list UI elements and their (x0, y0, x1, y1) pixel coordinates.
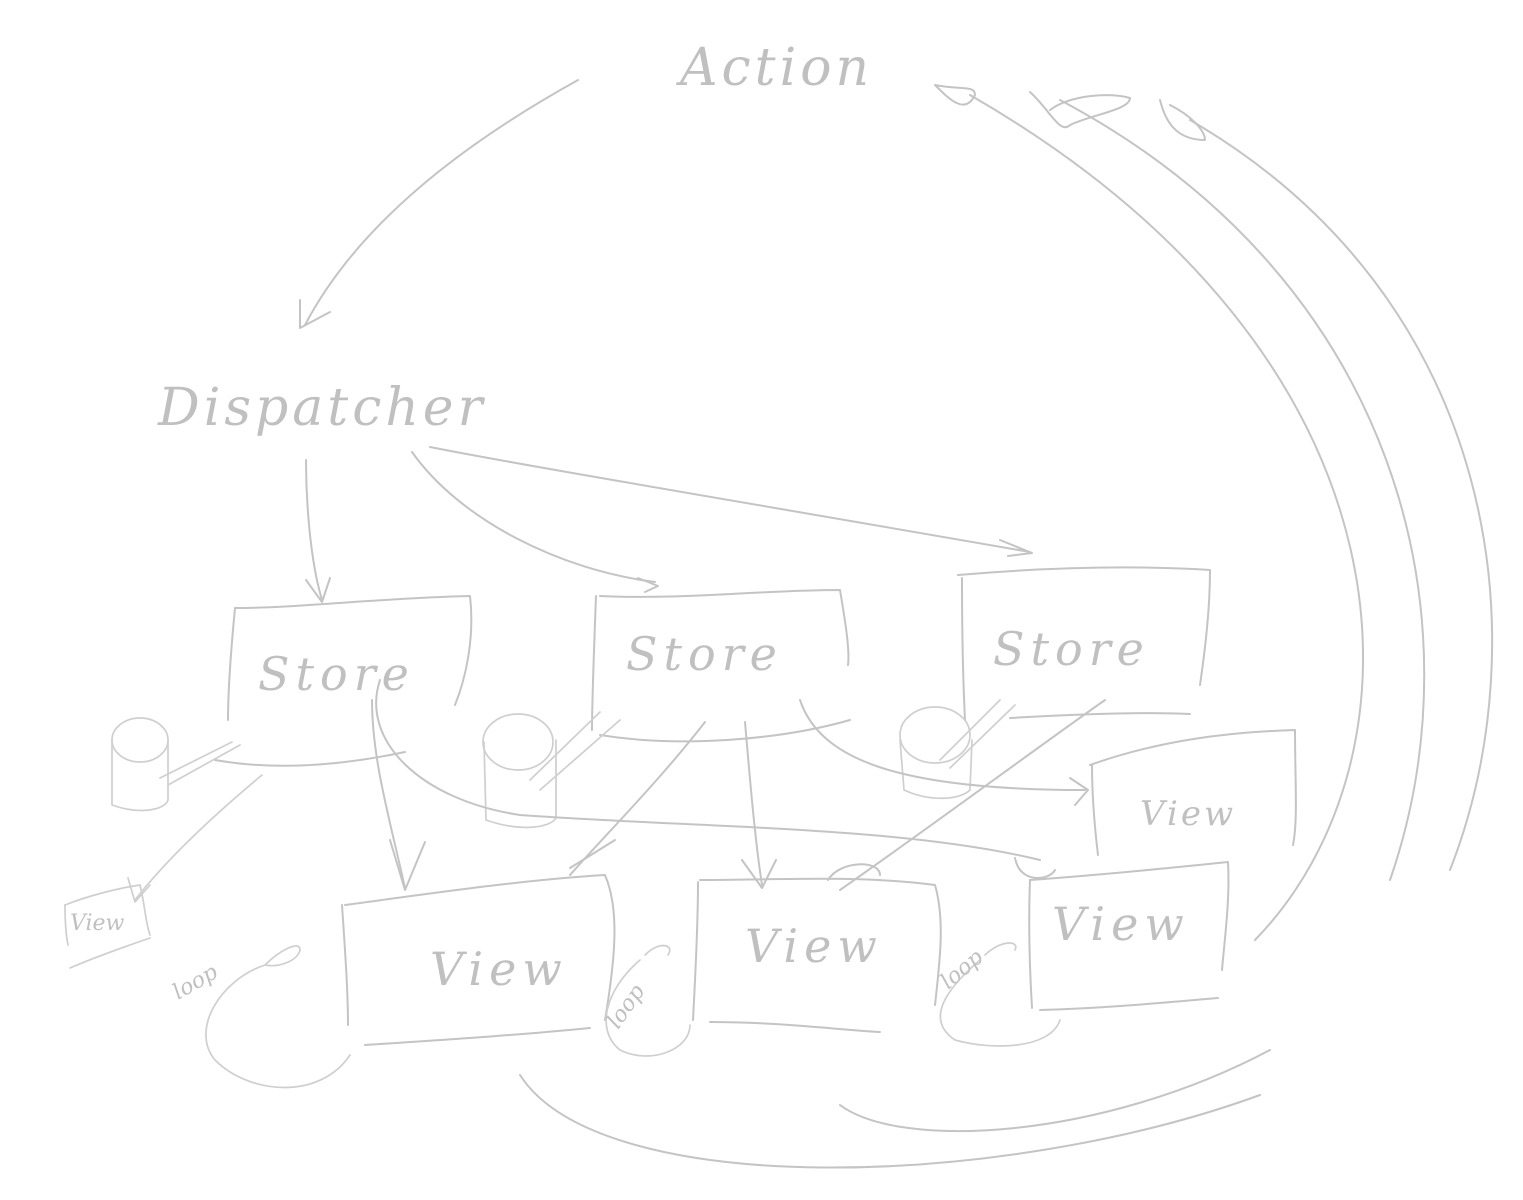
arrow-view4-to-action (1029, 91, 1426, 881)
arrow-dispatcher-to-store-2 (411, 451, 659, 593)
view-box-2: View (692, 877, 942, 1033)
view-box-small: View (64, 884, 151, 969)
arrow-dispatcher-to-store-3 (429, 446, 1033, 557)
arrow-view2-to-action (839, 1049, 1271, 1133)
loop-2: loop (602, 944, 691, 1057)
arrow-view1-to-action (519, 1074, 1261, 1169)
loop-label-1: loop (169, 960, 223, 1005)
arrow-store2-to-view2 (741, 721, 777, 889)
view-label-3: View (1052, 897, 1190, 951)
view-box-4: View (1089, 729, 1297, 856)
arrow-view3-to-action (934, 84, 1364, 941)
store-label-1: Store (258, 647, 415, 701)
store-label-2: Store (626, 627, 783, 681)
action-label: Action (676, 38, 873, 98)
cylinder-icon-1 (111, 717, 241, 812)
view-label-1: View (430, 942, 568, 996)
arrow-store3-to-view2 (827, 699, 1106, 891)
arrow-store2-to-view4 (799, 699, 1089, 806)
store-box-1: Store (214, 595, 473, 767)
arrow-action-to-dispatcher (299, 79, 579, 329)
view-label-4: View (1140, 794, 1236, 834)
cylinder-icon-3 (899, 699, 1016, 800)
loop-3: loop (936, 942, 1061, 1047)
arrow-store1-to-view-small (127, 774, 263, 903)
view-label-small: View (70, 911, 125, 936)
arrow-store2-to-view1 (569, 721, 706, 876)
dispatcher-label: Dispatcher (157, 378, 486, 438)
view-box-3: View (1028, 861, 1230, 1011)
loop-label-3: loop (936, 945, 989, 995)
arrow-dispatcher-to-store-1 (305, 459, 331, 603)
store-label-3: Store (993, 622, 1150, 676)
arrow-store1-to-view1 (371, 699, 426, 891)
loop-1: loop (169, 945, 351, 1089)
view-box-1: View (341, 874, 616, 1046)
store-box-2: Store (591, 589, 851, 743)
view-label-2: View (745, 919, 883, 973)
arrow-store1-to-view3 (375, 679, 1056, 879)
arrow-view5-to-action (1159, 99, 1494, 871)
cylinder-icon-2 (482, 711, 621, 829)
store-box-3: Store (957, 566, 1211, 721)
